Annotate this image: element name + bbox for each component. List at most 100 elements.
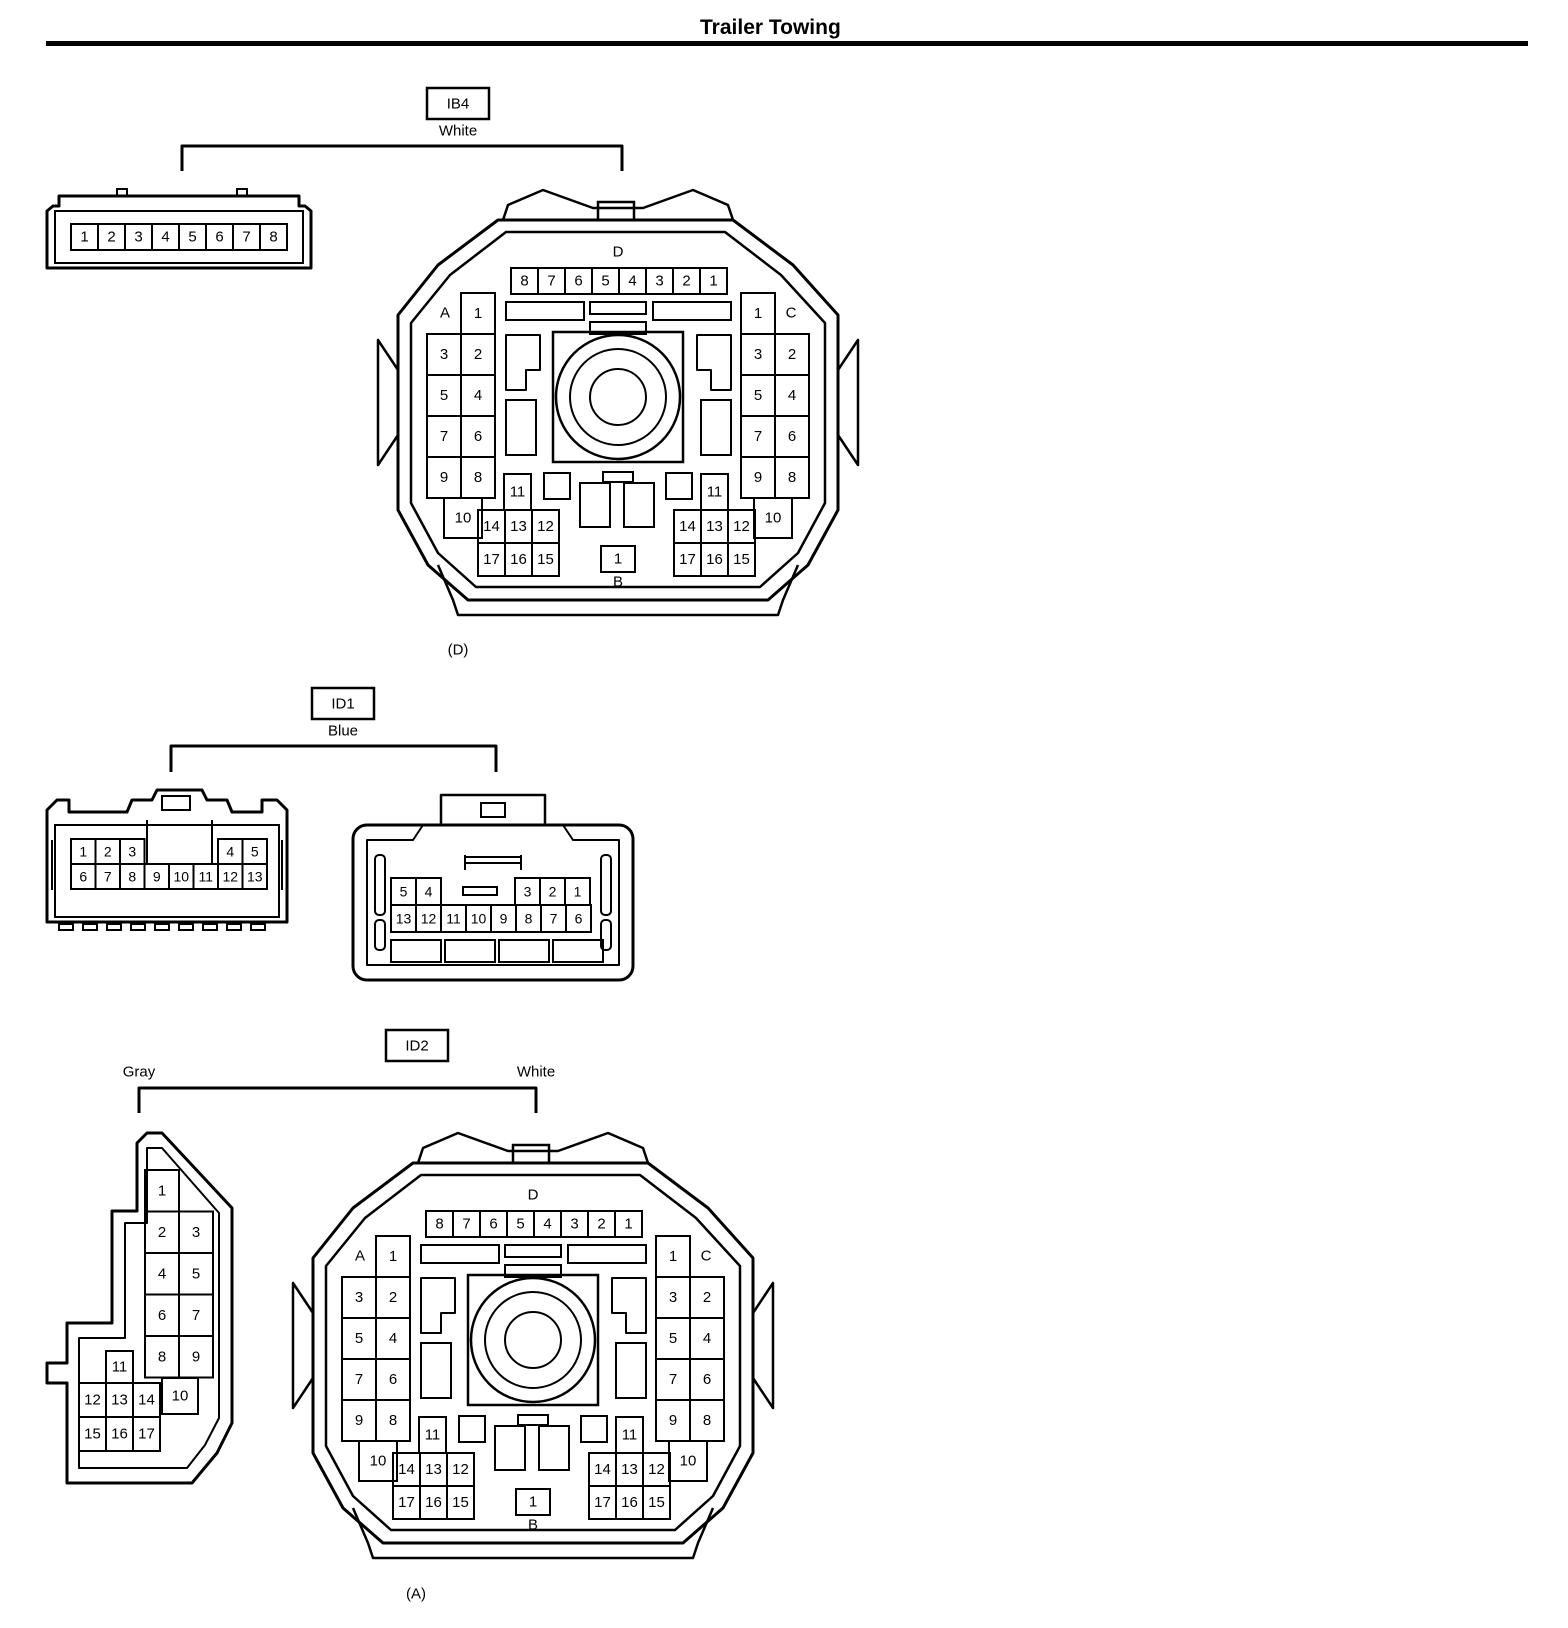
guide-rail [374, 919, 386, 951]
terminal-foot [154, 923, 170, 931]
terminal-foot [58, 923, 74, 931]
pin-label: 8 [525, 911, 533, 927]
pin-label: 1 [669, 1248, 677, 1265]
pin-label: 13 [510, 518, 527, 535]
pin-label: 6 [79, 869, 87, 885]
side-latch-right [751, 1281, 775, 1410]
pin-label: 12 [452, 1461, 469, 1478]
slot [700, 399, 732, 456]
pin-label: 7 [440, 428, 448, 445]
slot [464, 856, 522, 864]
pin-cell [614, 1210, 643, 1238]
pin-label: 4 [474, 387, 482, 404]
pin-label: 3 [128, 844, 136, 860]
slot [567, 1244, 647, 1264]
slot [665, 472, 693, 500]
pin-label: 10 [471, 911, 487, 927]
pin-label: 1 [574, 884, 582, 900]
pin-label: 5 [516, 1216, 524, 1233]
connector-code-box [310, 686, 376, 721]
pin-label: 9 [153, 869, 161, 885]
pin-label: 16 [111, 1426, 128, 1443]
pin-label: 10 [455, 510, 472, 527]
key-left [420, 1277, 456, 1334]
pin-label: 3 [524, 884, 532, 900]
slot [543, 472, 571, 500]
connector-inner-body [366, 824, 620, 966]
terminal-slot [444, 939, 496, 963]
connector-code: ID2 [405, 1038, 428, 1055]
pin-label: 13 [706, 518, 723, 535]
pin-label: 5 [251, 844, 259, 860]
center-ring-outer [554, 333, 682, 461]
pin-label: 6 [574, 273, 582, 290]
connector-code: IB4 [447, 96, 470, 113]
pin-label: 6 [389, 1371, 397, 1388]
pin-label: 14 [398, 1461, 415, 1478]
pin-label: 8 [474, 469, 482, 486]
pin-label: 9 [500, 911, 508, 927]
group-label-b: B [528, 1517, 538, 1534]
pin-cell [642, 1485, 671, 1520]
pin-label: 8 [435, 1216, 443, 1233]
group-label-a: A [355, 1248, 365, 1265]
slot [589, 301, 647, 315]
harness-color-label: Blue [328, 723, 358, 740]
pin-label: 15 [648, 1494, 665, 1511]
center-cavity [466, 1273, 600, 1407]
slot [517, 1414, 549, 1426]
pin-cell [446, 1485, 475, 1520]
pin-label: 7 [754, 428, 762, 445]
side-latch-left [376, 338, 400, 467]
pin-label: 7 [550, 911, 558, 927]
side-latch-right [836, 338, 860, 467]
terminal-slot [552, 939, 604, 963]
pin-label: 17 [483, 551, 500, 568]
harness-color-label: White [517, 1064, 555, 1081]
pin-cell [443, 497, 483, 539]
top-latch [439, 793, 547, 825]
pin-label: 14 [679, 518, 696, 535]
terminal-foot [250, 923, 266, 931]
slot [580, 1415, 608, 1443]
pin-cell [132, 1416, 161, 1452]
key-left [505, 334, 541, 391]
connector-code: ID1 [331, 696, 354, 713]
pin-label: 5 [669, 1330, 677, 1347]
connector-body [45, 194, 313, 270]
slot [623, 482, 655, 528]
pin-label: 15 [84, 1426, 101, 1443]
pin-label: 1 [624, 1216, 632, 1233]
pin-label: 4 [389, 1330, 397, 1347]
pin-label: 9 [754, 469, 762, 486]
pin-cell [515, 1488, 551, 1516]
connector-code-box [384, 1028, 450, 1063]
terminal-slot [498, 939, 550, 963]
pin-label: 11 [707, 484, 723, 501]
pin-label: 12 [733, 518, 750, 535]
slot [615, 1342, 647, 1399]
pin-label: 11 [446, 911, 461, 927]
key-right [696, 334, 732, 391]
connector-body [45, 1131, 234, 1485]
pin-label: 7 [355, 1371, 363, 1388]
pin-cell [565, 904, 592, 933]
pin-label: 3 [355, 1289, 363, 1306]
center-ring-mid [569, 348, 667, 446]
terminal-foot [202, 923, 218, 931]
pin-label: 3 [655, 273, 663, 290]
pin-cell [358, 1440, 398, 1482]
connector-inner-body [54, 824, 280, 918]
pin-label: 1 [709, 273, 717, 290]
pin-label: 15 [452, 1494, 469, 1511]
pin-label: 1 [614, 551, 622, 568]
center-ring-outer [469, 1276, 597, 1404]
group-label-b: B [613, 574, 623, 591]
connector-code-box [425, 86, 491, 121]
